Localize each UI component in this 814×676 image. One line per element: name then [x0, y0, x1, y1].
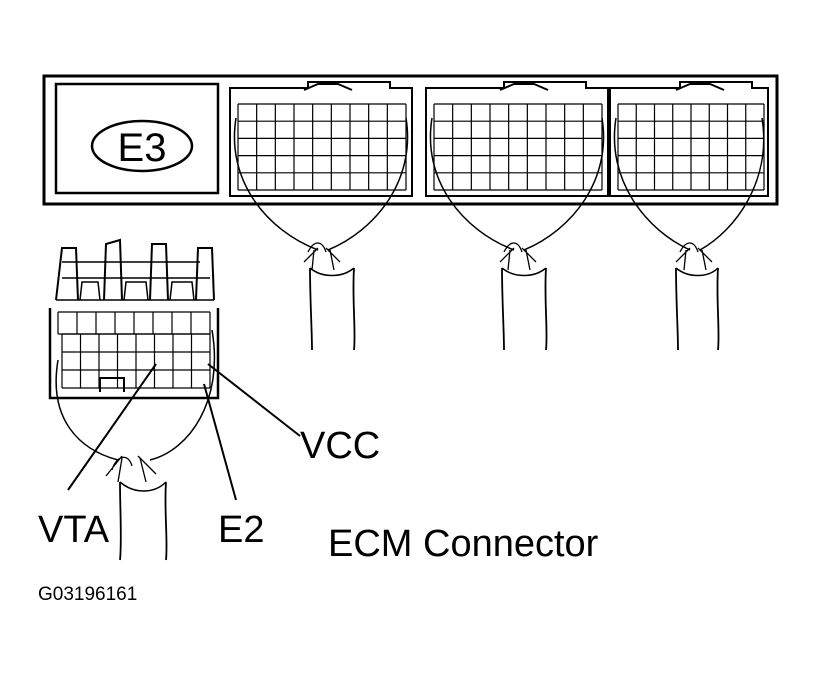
ecm-connector-1	[229, 81, 413, 351]
pin-grid	[237, 103, 407, 191]
ecm-connector-3	[609, 81, 769, 351]
vta-leader-line	[67, 363, 157, 491]
caption: ECM Connector	[328, 523, 599, 565]
ecm-connector-2	[425, 81, 609, 351]
vta-label: VTA	[38, 509, 110, 551]
figure-code: G03196161	[38, 584, 137, 605]
pin-grid	[61, 333, 211, 389]
pin-grid	[433, 103, 603, 191]
ecm-housing	[42, 74, 779, 206]
vcc-leader-line	[207, 363, 301, 437]
sensor-connector	[48, 238, 220, 561]
connector-id-oval	[90, 119, 194, 173]
pin-grid	[57, 311, 211, 335]
e2-label: E2	[218, 509, 264, 551]
pin-grid	[617, 103, 765, 191]
connector-id-box	[54, 82, 220, 195]
e2-leader-line	[203, 383, 237, 501]
connector-id-label: E3	[118, 126, 167, 170]
vcc-label: VCC	[300, 425, 380, 467]
